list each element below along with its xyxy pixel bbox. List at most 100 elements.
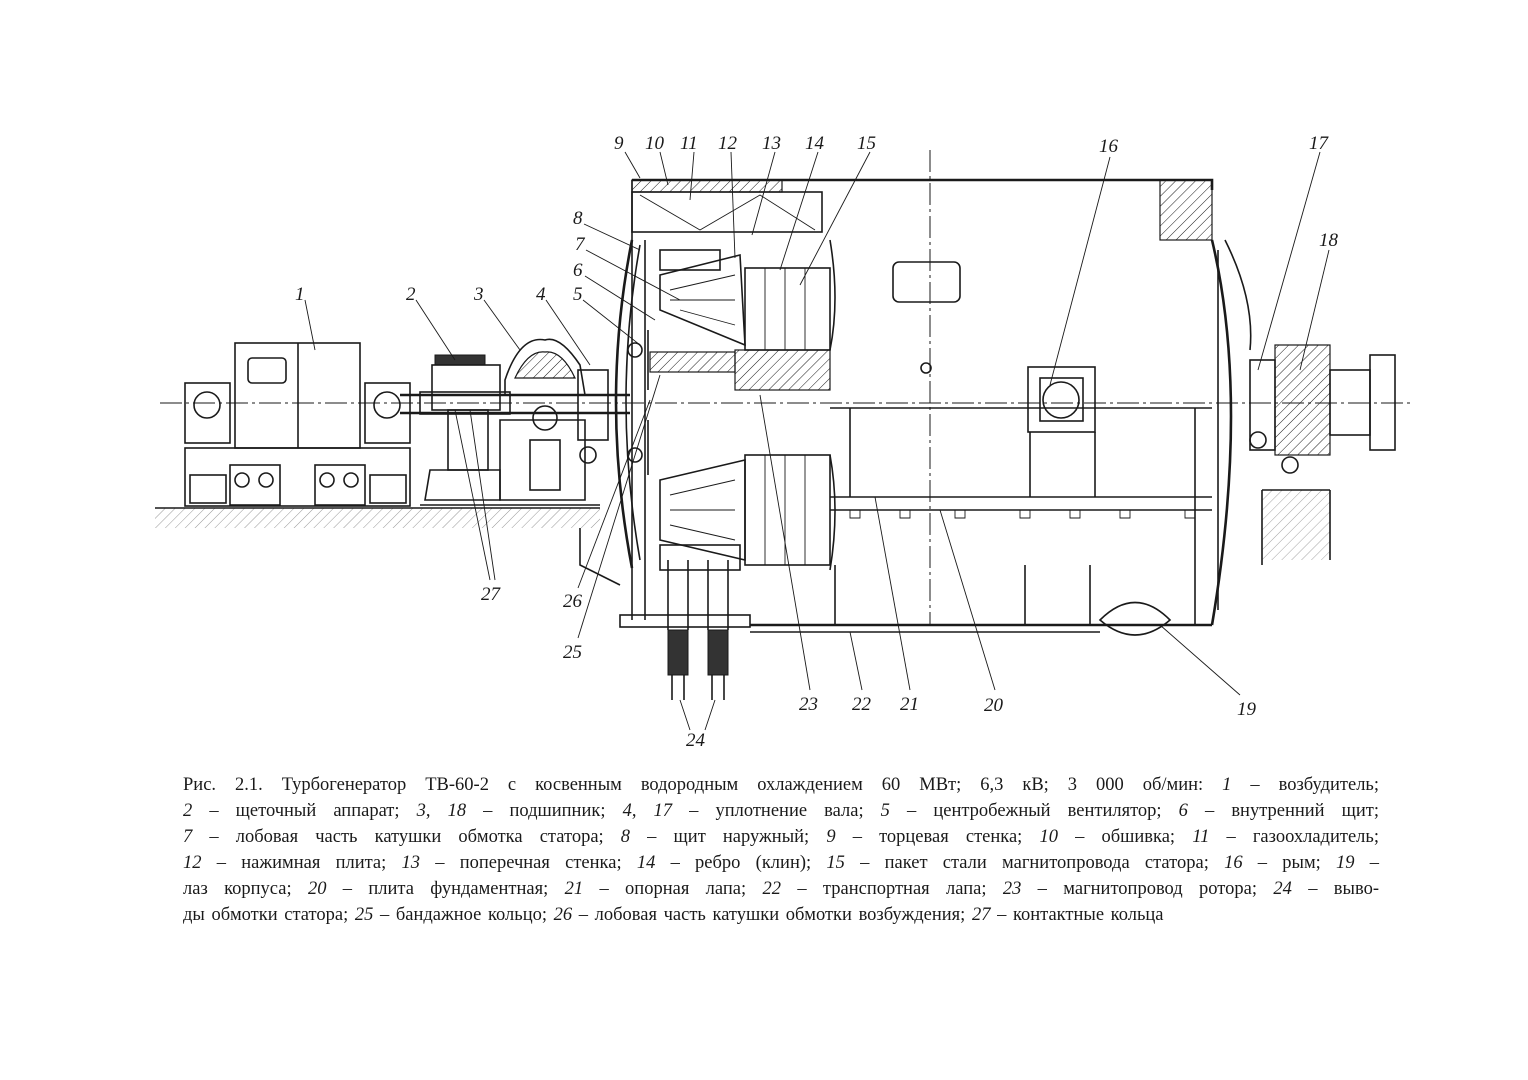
callout-16: 16	[1099, 136, 1119, 157]
caption-item-number: 11	[1192, 827, 1210, 847]
callout-8: 8	[573, 208, 583, 229]
caption-item-number: 16	[1224, 853, 1243, 873]
brush-apparatus	[419, 354, 511, 501]
caption-item-number: 3	[416, 801, 426, 821]
stator-terminals	[619, 560, 751, 700]
rotor-core	[649, 349, 831, 391]
shaft-seal	[577, 369, 609, 464]
callout-1: 1	[295, 284, 305, 305]
caption-item-number: 23	[1002, 879, 1022, 899]
caption-text: – щит наружный;	[630, 827, 827, 847]
caption-text: – лобовая часть катушки обмотка статора;	[192, 827, 621, 847]
caption-text: Рис. 2.1. Турбогенератор ТВ-60-2 с косве…	[183, 775, 1223, 795]
callout-7: 7	[575, 234, 586, 255]
lifting-eye	[1027, 366, 1096, 433]
caption-line: 7 – лобовая часть катушки обмотка статор…	[183, 824, 1379, 850]
caption-line: ды обмотки статора; 25 – бандажное кольц…	[183, 902, 1379, 928]
caption-item-number: 12	[183, 853, 202, 873]
caption-text: – возбудитель;	[1231, 775, 1379, 795]
outer-shield	[614, 180, 646, 620]
caption-item-number: 15	[826, 853, 845, 873]
callout-4: 4	[536, 284, 546, 305]
leader-lines	[304, 151, 1330, 731]
caption-item-number: 5	[880, 801, 890, 821]
caption-text: – уплотнение вала;	[672, 801, 881, 821]
caption-text: – внутренний щит;	[1187, 801, 1380, 821]
caption-item-number: 17	[653, 801, 673, 821]
generator-housing	[631, 178, 1252, 633]
callout-17: 17	[1309, 133, 1330, 154]
caption-line: Рис. 2.1. Турбогенератор ТВ-60-2 с косве…	[183, 772, 1379, 798]
callout-12: 12	[718, 133, 738, 154]
caption-text: – пакет стали магнитопровода статора;	[844, 853, 1225, 873]
turbogenerator-drawing: 1 2 3 4 5 6 7 8 9 10 11 12 13 14 15 16 1…	[155, 133, 1410, 751]
callout-18: 18	[1319, 230, 1339, 251]
caption-item-number: 1	[1222, 775, 1232, 795]
caption-text: – ребро (клин);	[655, 853, 827, 873]
caption-item-number: 4	[622, 801, 632, 821]
inspection-window	[892, 261, 961, 303]
caption-item-number: 19	[1336, 853, 1355, 873]
foundation-ground	[155, 489, 1331, 586]
caption-item-number: 27	[971, 905, 991, 925]
callout-24: 24	[686, 730, 706, 751]
callout-2: 2	[406, 284, 416, 305]
caption-item-number: 26	[553, 905, 573, 925]
caption-text: – магнитопровод ротора;	[1021, 879, 1274, 899]
caption-item-number: 20	[307, 879, 327, 899]
caption-item-number: 25	[354, 905, 374, 925]
callout-6: 6	[573, 260, 583, 281]
caption-item-number: 21	[564, 879, 584, 899]
exciter	[184, 342, 411, 507]
caption-text: ды обмотки статора;	[183, 905, 355, 925]
caption-text: – нажимная плита;	[201, 853, 402, 873]
caption-text: – опорная лапа;	[583, 879, 763, 899]
caption-text: – бандажное кольцо;	[373, 905, 554, 925]
caption-text: – обшивка;	[1057, 827, 1193, 847]
caption-line: 12 – нажимная плита; 13 – поперечная сте…	[183, 850, 1379, 876]
callout-11: 11	[680, 133, 698, 154]
caption-line: лаз корпуса; 20 – плита фундаментная; 21…	[183, 876, 1379, 902]
caption-item-number: 13	[401, 853, 421, 873]
caption-item-number: 6	[1178, 801, 1188, 821]
housing-manhole	[1098, 601, 1172, 636]
callout-27: 27	[481, 584, 502, 605]
caption-text: – выво-	[1291, 879, 1379, 899]
bearing	[420, 338, 600, 506]
fan	[627, 330, 649, 475]
stator-core	[744, 239, 836, 571]
callout-25: 25	[563, 642, 582, 663]
callout-5: 5	[573, 284, 583, 305]
callout-9: 9	[614, 133, 624, 154]
caption-item-number: 9	[826, 827, 836, 847]
callout-19: 19	[1237, 699, 1257, 720]
caption-text: – плита фундаментная;	[326, 879, 565, 899]
callout-3: 3	[473, 284, 484, 305]
caption-item-number: 14	[636, 853, 656, 873]
caption-item-number: 2	[183, 801, 193, 821]
caption-item-number: 8	[620, 827, 631, 847]
caption-text: ,	[425, 801, 448, 821]
caption-item-number: 10	[1039, 827, 1058, 847]
stator-end-winding	[659, 249, 746, 571]
callout-14: 14	[805, 133, 825, 154]
callout-23: 23	[799, 694, 818, 715]
callout-15: 15	[857, 133, 876, 154]
callout-10: 10	[645, 133, 665, 154]
caption-item-number: 7	[183, 827, 193, 847]
caption-line: 2 – щеточный аппарат; 3, 18 – подшипник;…	[183, 798, 1379, 824]
frame-ribs	[830, 407, 1212, 625]
right-bearing	[1249, 344, 1396, 474]
callout-22: 22	[852, 694, 872, 715]
callout-20: 20	[984, 695, 1004, 716]
caption-text: – лобовая часть катушки обмотки возбужде…	[572, 905, 972, 925]
caption-text: – подшипник;	[466, 801, 623, 821]
callout-26: 26	[563, 591, 583, 612]
caption-item-number: 24	[1273, 879, 1292, 899]
caption-text: лаз корпуса;	[183, 879, 308, 899]
caption-text: – щеточный аппарат;	[192, 801, 417, 821]
caption-text: – транспортная лапа;	[780, 879, 1003, 899]
caption-text: –	[1354, 853, 1380, 873]
callout-21: 21	[900, 694, 919, 715]
caption-text: – поперечная стенка;	[420, 853, 637, 873]
